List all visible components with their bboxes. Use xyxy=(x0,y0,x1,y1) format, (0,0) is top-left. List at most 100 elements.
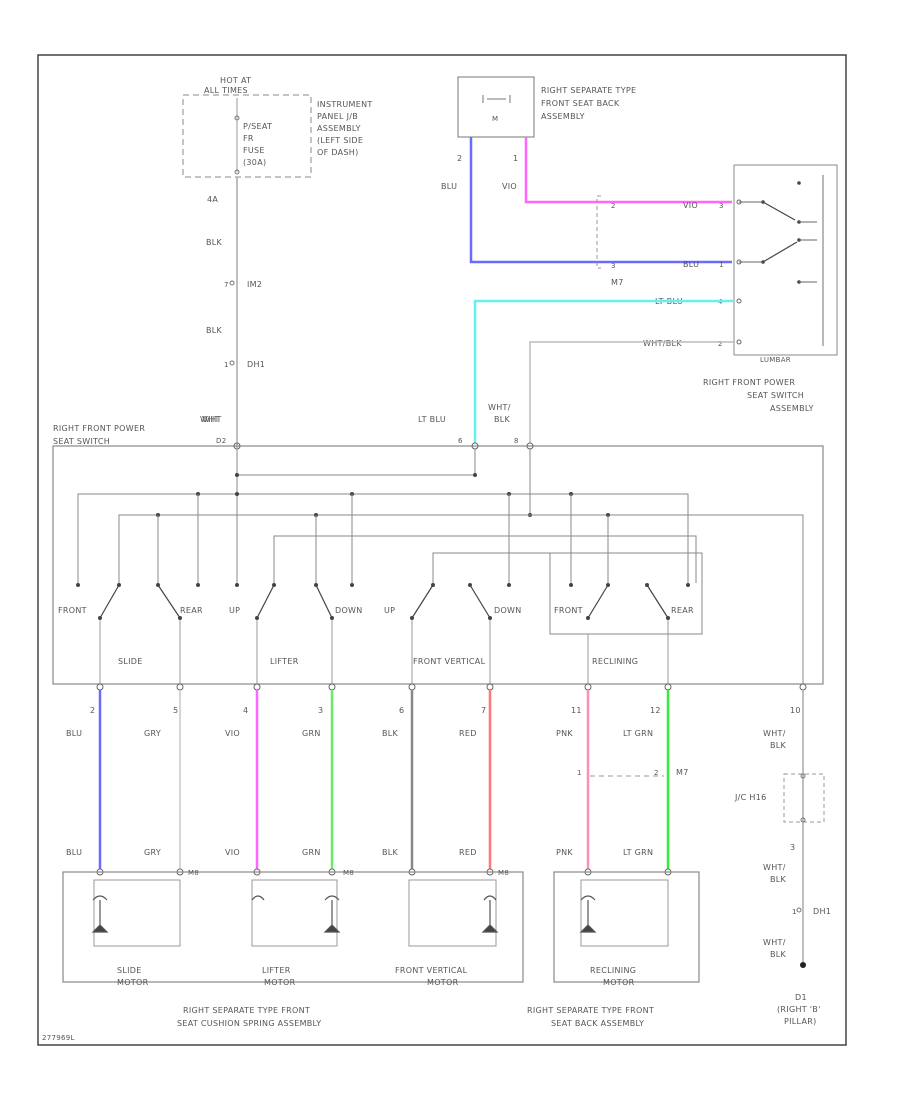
lumbar-wire-blu: BLU xyxy=(683,260,699,269)
wire-pin-3: 3 xyxy=(318,706,323,715)
ground-wht-blk-1a: WHT/ xyxy=(763,729,786,738)
wire-pin-7: 12 xyxy=(650,706,661,715)
lumbar-pin-2: 2 xyxy=(718,340,723,348)
back-assembly-label-1: RIGHT SEPARATE TYPE FRONT xyxy=(527,1006,654,1015)
ground-wht-blk-2b: BLK xyxy=(770,875,787,884)
lifter-motor-label-2: MOTOR xyxy=(264,978,296,987)
ground-jc: J/C H16 xyxy=(734,793,766,802)
lumbar-label: LUMBAR xyxy=(760,356,791,364)
feed-pin-7: 7 xyxy=(224,281,229,289)
wire-color-bot-0: BLU xyxy=(66,848,82,857)
wire-vio-lumbar xyxy=(524,137,732,204)
feed-conn-dh1: DH1 xyxy=(247,360,265,369)
reclining-motor-label-1: RECLINING xyxy=(590,966,636,975)
wire-color-bot-5: RED xyxy=(459,848,477,857)
wire-color-bot-2: VIO xyxy=(225,848,240,857)
wire-color-bot-7: LT GRN xyxy=(623,848,653,857)
svg-text:1: 1 xyxy=(577,769,582,777)
wire-terminal-top xyxy=(584,683,592,691)
panel-line-5: OF DASH) xyxy=(317,148,359,157)
switch-contacts xyxy=(76,583,690,587)
panel-line-4: (LEFT SIDE xyxy=(317,136,363,145)
back-wire-vio: VIO xyxy=(502,182,517,191)
label-down-1: DOWN xyxy=(335,606,363,615)
hot-at-label: HOT AT xyxy=(220,76,251,85)
back-assembly-line-3: ASSEMBLY xyxy=(541,112,585,121)
fuse-line-3: FUSE xyxy=(243,146,265,155)
wire-color-bot-4: BLK xyxy=(382,848,399,857)
wire-pin-6: 11 xyxy=(571,706,582,715)
lumbar-pin-3: 3 xyxy=(719,202,724,210)
wire-color-top-1: GRY xyxy=(144,729,161,738)
wire-terminal-top xyxy=(176,683,184,691)
feed-wire-blk-2: BLK xyxy=(206,326,223,335)
svg-text:M8: M8 xyxy=(343,869,354,877)
seat-switch-title-1: RIGHT FRONT POWER xyxy=(53,424,145,433)
svg-text:M8: M8 xyxy=(498,869,509,877)
wire-labels: 2 5 4 3 6 7 11 12 BLU GRY VIO GRN BLK RE… xyxy=(66,706,661,857)
cushion-assembly-label-1: RIGHT SEPARATE TYPE FRONT xyxy=(183,1006,310,1015)
wire-color-bot-3: GRN xyxy=(302,848,321,857)
motor-connector-labels: M8 M8 M8 xyxy=(188,869,509,877)
label-up-1: UP xyxy=(229,606,240,615)
wire-terminal-top xyxy=(96,683,104,691)
svg-text:2: 2 xyxy=(654,769,659,777)
output-wires xyxy=(96,683,672,876)
lumbar-conn-m7: M7 xyxy=(611,278,624,287)
wire-terminal-top xyxy=(486,683,494,691)
lifter-motor-icon-2 xyxy=(323,895,341,933)
feed-wire: 4A BLK 7 IM2 BLK 1 DH1 WHT xyxy=(202,177,265,448)
label-rear-1: REAR xyxy=(180,606,203,615)
motor-boxes xyxy=(62,871,700,983)
fuse-line-4: (30A) xyxy=(243,158,266,167)
svg-text:2: 2 xyxy=(611,202,616,210)
back-assembly-line-2: FRONT SEAT BACK xyxy=(541,99,620,108)
lumbar-wire-vio: VIO xyxy=(683,201,698,210)
seat-switch-title-2: SEAT SWITCH xyxy=(53,437,110,446)
svg-text:3: 3 xyxy=(611,262,616,270)
lifter-motor-label-1: LIFTER xyxy=(262,966,291,975)
reclining-motor-label-2: MOTOR xyxy=(603,978,635,987)
label-rear-2: REAR xyxy=(671,606,694,615)
ground-conn-dh1: DH1 xyxy=(813,907,831,916)
seat-switch-pin-6: 6 xyxy=(458,437,463,445)
fv-motor-label-1: FRONT VERTICAL xyxy=(395,966,468,975)
feed-pin-4a: 4A xyxy=(207,195,218,204)
wire-lt-blu xyxy=(473,299,734,443)
wire-pin-0: 2 xyxy=(90,706,95,715)
hot-at-state: ALL TIMES xyxy=(204,86,248,95)
wire-pin-2: 4 xyxy=(243,706,248,715)
ground-wht-blk-2a: WHT/ xyxy=(763,863,786,872)
motor-labels: SLIDE MOTOR LIFTER MOTOR FRONT VERTICAL … xyxy=(117,966,654,1028)
seat-switch-lt-blu: LT BLU xyxy=(418,415,446,424)
ground-wht-blk-3b: BLK xyxy=(770,950,787,959)
label-down-2: DOWN xyxy=(494,606,522,615)
wire-color-top-7: LT GRN xyxy=(623,729,653,738)
back-wire-blu: BLU xyxy=(441,182,457,191)
wire-terminal-top xyxy=(408,683,416,691)
ground-wht-blk-3a: WHT/ xyxy=(763,938,786,947)
wire-blu-lumbar xyxy=(469,137,732,264)
wire-color-top-2: VIO xyxy=(225,729,240,738)
panel-line-3: ASSEMBLY xyxy=(317,124,361,133)
back-assembly-label-2: SEAT BACK ASSEMBLY xyxy=(551,1019,644,1028)
wire-terminal-top xyxy=(328,683,336,691)
label-lifter: LIFTER xyxy=(270,657,299,666)
ground-loc-2: PILLAR) xyxy=(784,1017,817,1026)
lifter-motor-icon-1 xyxy=(251,895,265,901)
wire-color-top-5: RED xyxy=(459,729,477,738)
wire-color-bot-6: PNK xyxy=(556,848,573,857)
seat-switch-wht-blk-2: BLK xyxy=(494,415,511,424)
wire-pin-1: 5 xyxy=(173,706,178,715)
label-front-2: FRONT xyxy=(554,606,583,615)
seat-switch-pin-8: 8 xyxy=(514,437,519,445)
cushion-assembly-label-2: SEAT CUSHION SPRING ASSEMBLY xyxy=(177,1019,321,1028)
ground-pin-10: 10 xyxy=(790,706,801,715)
front-vertical-motor-icon xyxy=(481,895,499,933)
svg-text:M8: M8 xyxy=(188,869,199,877)
slide-motor-label-2: MOTOR xyxy=(117,978,149,987)
label-slide: SLIDE xyxy=(118,657,143,666)
slide-motor-icon xyxy=(91,895,109,933)
wire-color-top-6: PNK xyxy=(556,729,573,738)
label-front-vertical: FRONT VERTICAL xyxy=(413,657,486,666)
